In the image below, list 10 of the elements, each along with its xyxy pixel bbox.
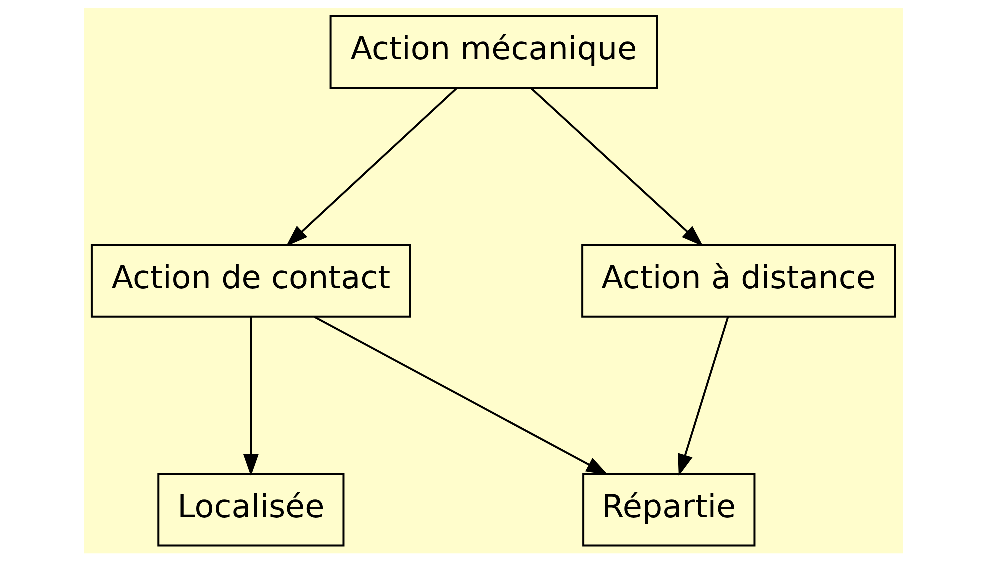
node-box: Répartie [582,473,756,547]
node-box: Action mécanique [330,15,658,89]
arrow [244,317,259,476]
arrow [314,316,608,476]
node-box: Localisée [158,473,345,547]
node-box: Action de contact [90,244,412,318]
node-box: Action à distance [582,244,896,318]
arrow [286,88,458,247]
arrow [530,88,704,247]
arrow [678,316,730,476]
